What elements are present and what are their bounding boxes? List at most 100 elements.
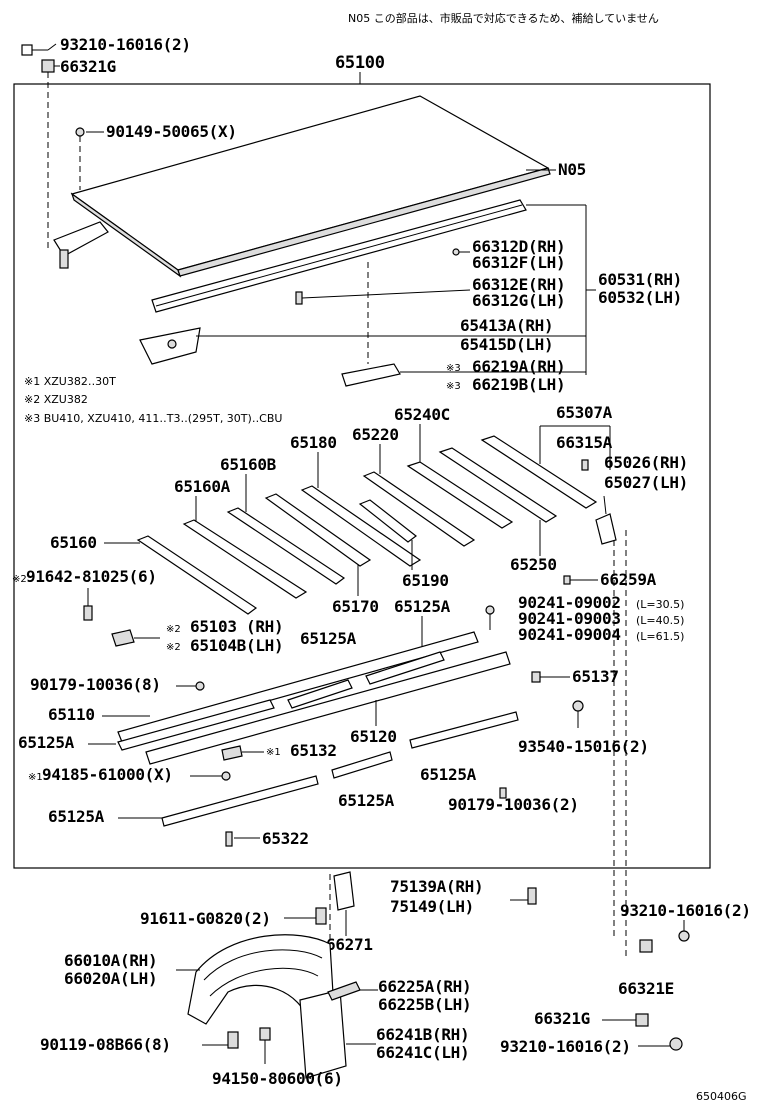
bolt-icon <box>485 605 495 630</box>
label-65307A: 65307A <box>556 403 613 422</box>
label-65413A: 65413A(RH) <box>460 316 553 335</box>
label-93210-16016-top: 93210-16016(2) <box>60 35 191 54</box>
label-90241-09002: 90241-09002 <box>518 593 621 612</box>
label-65220: 65220 <box>352 425 399 444</box>
label-90179-10036-8: 90179-10036(8) <box>30 675 161 694</box>
long-rail-65120 <box>145 651 511 765</box>
label-66219B: 66219B(LH) <box>472 375 565 394</box>
label-65125A-2: 65125A <box>300 629 357 648</box>
short-rail-center <box>331 751 393 779</box>
label-65160B: 65160B <box>220 455 277 474</box>
label-90149-50065: 90149-50065(X) <box>106 122 237 141</box>
label-65132: 65132 <box>290 741 337 760</box>
label-65110: 65110 <box>48 705 95 724</box>
label-66241B: 66241B(RH) <box>376 1025 469 1044</box>
short-rail-top <box>365 651 445 685</box>
label-65103: 65103 (RH) <box>190 617 283 636</box>
cross-member-65160B <box>226 507 346 585</box>
label-66312G: 66312G(LH) <box>472 291 565 310</box>
clip-icon <box>531 671 541 683</box>
label-93210-16016-bottom: 93210-16016(2) <box>500 1037 631 1056</box>
clip-nut-icon <box>635 1013 649 1027</box>
cover-panel <box>70 95 551 278</box>
label-66225B: 66225B(LH) <box>378 995 471 1014</box>
label-65125A-4: 65125A <box>420 765 477 784</box>
label-66321G-top: 66321G <box>60 57 116 76</box>
label-66312E: 66312E(RH) <box>472 275 565 294</box>
label-90241-09004-length: (L=61.5) <box>636 630 684 643</box>
bolt-icon <box>83 605 93 621</box>
label-66271: 66271 <box>326 935 373 954</box>
label-90241-09003: 90241-09003 <box>518 609 621 628</box>
label-66225A: 66225A(RH) <box>378 977 471 996</box>
label-65137: 65137 <box>572 667 619 686</box>
label-90241-09003-length: (L=40.5) <box>636 614 684 627</box>
label-66312F: 66312F(LH) <box>472 253 565 272</box>
label-91611-G0820: 91611-G0820(2) <box>140 909 271 928</box>
label-66315A: 66315A <box>556 433 613 452</box>
label-65180: 65180 <box>290 433 337 452</box>
mark-2b: ※2 <box>166 624 181 635</box>
label-65322: 65322 <box>262 829 309 848</box>
nut-icon <box>221 771 231 781</box>
label-65027: 65027(LH) <box>604 473 688 492</box>
label-90119-08B66: 90119-08B66(8) <box>40 1035 171 1054</box>
label-90241-09002-length: (L=30.5) <box>636 598 684 611</box>
cross-member-65160A <box>182 519 308 599</box>
clip-icon <box>581 459 589 471</box>
label-66312D: 66312D(RH) <box>472 237 565 256</box>
label-65125A-6: 65125A <box>48 807 105 826</box>
label-65120: 65120 <box>350 727 397 746</box>
bolt-icon <box>499 787 507 799</box>
note-1: ※1 XZU382‥30T <box>24 375 116 388</box>
label-65170: 65170 <box>332 597 379 616</box>
mark-2a: ※2 <box>12 574 27 585</box>
label-65415D: 65415D(LH) <box>460 335 553 354</box>
bolt-icon <box>572 700 584 728</box>
hinge-bracket <box>53 221 109 269</box>
figure-code: 650406G <box>696 1090 747 1103</box>
bracket-66271 <box>333 871 355 911</box>
nut-icon <box>195 681 205 691</box>
bolt-icon <box>669 1037 683 1051</box>
label-66259A: 66259A <box>600 570 657 589</box>
label-65100: 65100 <box>335 53 385 73</box>
cross-member-65160 <box>136 535 258 615</box>
label-65125A-1: 65125A <box>394 597 451 616</box>
bolt-icon <box>639 930 690 953</box>
long-rail-65110 <box>117 631 479 743</box>
label-65190: 65190 <box>402 571 449 590</box>
label-65250: 65250 <box>510 555 557 574</box>
short-rail-right <box>409 711 519 749</box>
hinge-plate <box>595 513 617 545</box>
cross-member-65250 <box>438 447 558 523</box>
short-rail-upper <box>287 679 353 709</box>
mark-3b: ※3 <box>446 381 461 392</box>
clip-nut-icon <box>41 59 55 73</box>
screw-icon <box>75 127 85 190</box>
pin-icon <box>295 291 303 305</box>
label-90179-10036-2: 90179-10036(2) <box>448 795 579 814</box>
label-94150-80600: 94150-80600(6) <box>212 1069 343 1088</box>
label-66321E: 66321E <box>618 979 674 998</box>
label-66219A: 66219A(RH) <box>472 357 565 376</box>
label-65240C: 65240C <box>394 405 450 424</box>
label-93540-15016: 93540-15016(2) <box>518 737 649 756</box>
label-66020A: 66020A(LH) <box>64 969 157 988</box>
mark-3a: ※3 <box>446 363 461 374</box>
label-94185-61000: 94185-61000(X) <box>42 765 173 784</box>
label-91642-81025: 91642-81025(6) <box>26 567 157 586</box>
label-66321G-bottom: 66321G <box>534 1009 590 1028</box>
note-2: ※2 XZU382 <box>24 393 88 406</box>
spacer-icon <box>563 575 571 585</box>
cross-member-65170 <box>264 493 372 567</box>
assembly-frame <box>13 83 711 869</box>
label-65026: 65026(RH) <box>604 453 688 472</box>
bracket-icon <box>221 745 243 761</box>
label-66010A: 66010A(RH) <box>64 951 157 970</box>
cross-member-65180 <box>300 485 422 567</box>
label-65125A-3: 65125A <box>18 733 75 752</box>
label-60531: 60531(RH) <box>598 270 682 289</box>
cross-member-65190 <box>358 499 417 543</box>
